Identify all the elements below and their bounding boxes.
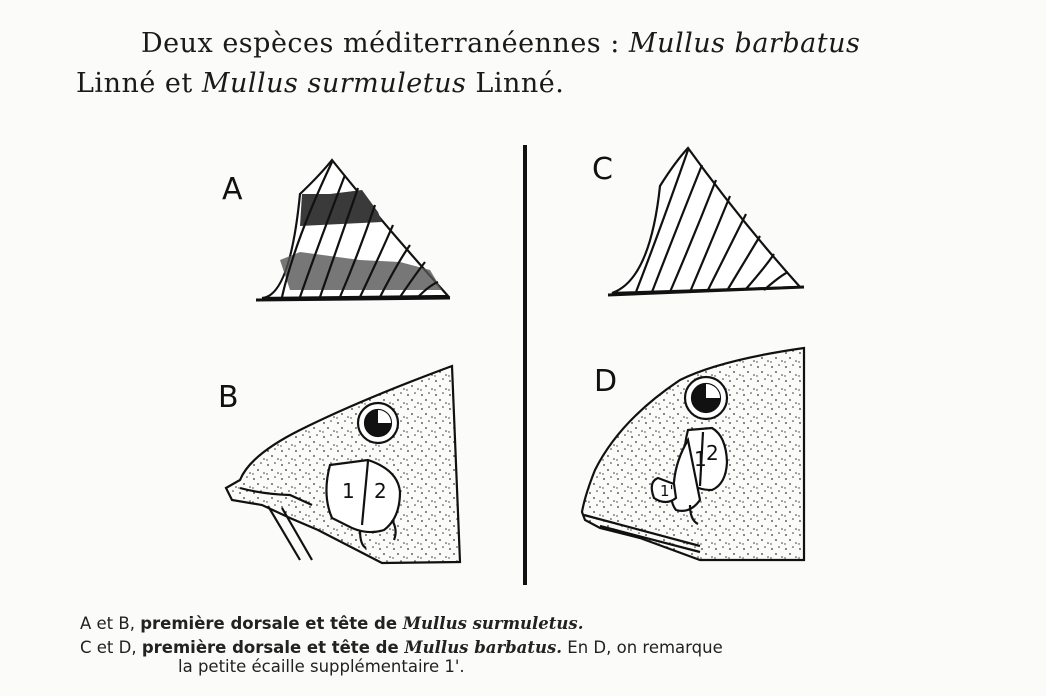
- scale-1-label: 1: [694, 447, 707, 471]
- figure-label-d: D: [594, 364, 617, 399]
- fish-head-b: [226, 366, 460, 563]
- scale-1-label: 1: [342, 479, 355, 503]
- caption-line-1: A et B, première dorsale et tête de Mull…: [80, 612, 1020, 636]
- dorsal-fin-a: [256, 160, 450, 300]
- figure-label-c: C: [592, 152, 613, 187]
- species-name: Mullus surmuletus.: [403, 614, 584, 633]
- figure-label-b: B: [218, 380, 239, 415]
- scale-2-label: 2: [706, 441, 719, 465]
- figure-caption: A et B, première dorsale et tête de Mull…: [80, 612, 1020, 674]
- illustration: 1 2 1 2 1': [0, 0, 1046, 600]
- scale-1prime-label: 1': [660, 482, 674, 500]
- dorsal-fin-c: [608, 148, 804, 295]
- caption-line-3: la petite écaille supplémentaire 1'.: [80, 660, 1020, 674]
- figure-label-a: A: [222, 172, 243, 207]
- species-name: Mullus barbatus.: [404, 638, 562, 657]
- scale-2-label: 2: [374, 479, 387, 503]
